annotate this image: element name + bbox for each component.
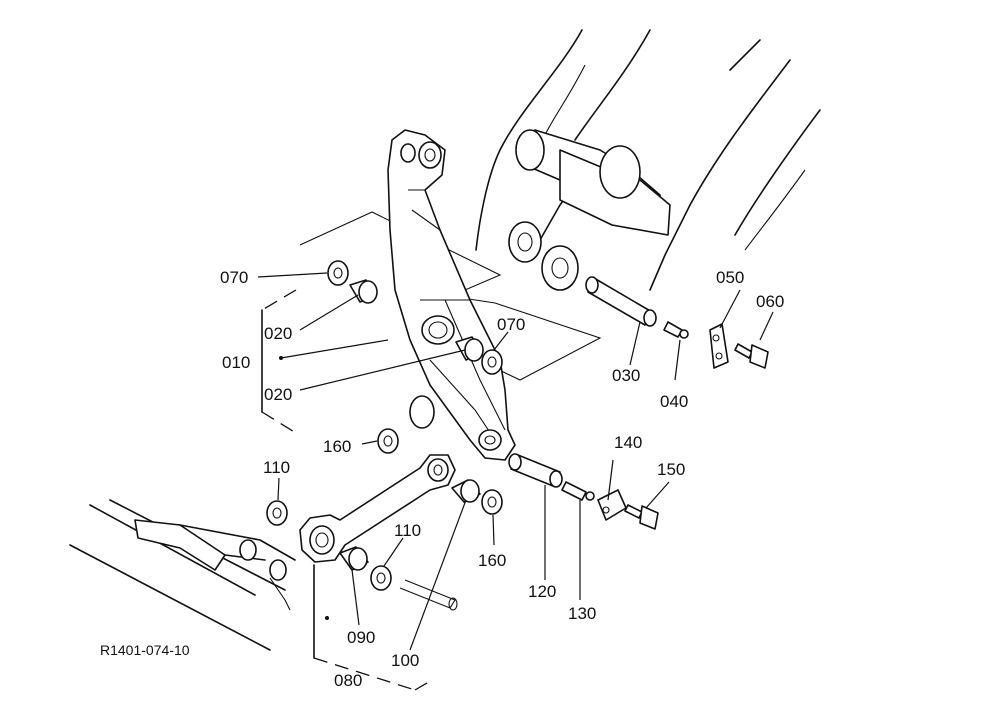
- washer-110-right: [370, 565, 392, 591]
- plate-140: [597, 489, 627, 521]
- callout-050: 050: [716, 268, 744, 287]
- pin-030: [585, 276, 657, 327]
- callout-060: 060: [756, 292, 784, 311]
- callout-160-lower: 160: [478, 551, 506, 570]
- washer-160-upper: [377, 428, 399, 454]
- bolt-060: [734, 343, 769, 369]
- callout-030: 030: [612, 366, 640, 385]
- leader-lines: [257, 272, 774, 651]
- callout-080: 080: [334, 671, 362, 690]
- boom-frame: [475, 29, 821, 291]
- callout-070-upper: 070: [220, 268, 248, 287]
- main-bracket: [387, 129, 516, 461]
- callout-020-upper: 020: [264, 324, 292, 343]
- callout-100: 100: [391, 651, 419, 670]
- link-arm: [299, 454, 456, 563]
- washer-070-lower: [481, 349, 503, 375]
- bushing-090: [339, 546, 369, 571]
- grease-nipple-040: [663, 321, 689, 339]
- lower-shaft: [399, 579, 458, 611]
- callout-160-upper: 160: [323, 437, 351, 456]
- callout-labels: 070 020 010 020 070 160 110 110 160 120 …: [100, 268, 784, 690]
- callout-010: 010: [222, 353, 250, 372]
- boom-pivot-cylinders: [508, 129, 671, 291]
- reference-code: R1401-074-10: [100, 642, 190, 658]
- washer-070-upper: [327, 260, 349, 286]
- bolt-150: [624, 504, 659, 530]
- pedal-structure: [69, 499, 296, 651]
- bushing-100: [451, 479, 481, 503]
- washer-110-left: [266, 500, 288, 526]
- bushing-020-upper: [349, 279, 378, 304]
- group-bracket-080: [313, 564, 433, 691]
- callout-070-lower: 070: [497, 315, 525, 334]
- callout-110-left: 110: [263, 458, 290, 477]
- callout-120: 120: [528, 582, 556, 601]
- callout-130: 130: [568, 604, 596, 623]
- callout-020-lower: 020: [264, 385, 292, 404]
- callout-040: 040: [660, 392, 688, 411]
- pin-120: [508, 453, 563, 488]
- group-bracket-010: [261, 289, 297, 434]
- washer-160-lower: [481, 489, 503, 515]
- callout-110-right: 110: [394, 521, 421, 540]
- plate-050: [709, 323, 729, 369]
- callout-140: 140: [614, 433, 642, 452]
- callout-150: 150: [657, 460, 685, 479]
- grease-nipple-130: [561, 481, 595, 501]
- bushing-020-lower: [455, 336, 484, 362]
- callout-090: 090: [347, 628, 375, 647]
